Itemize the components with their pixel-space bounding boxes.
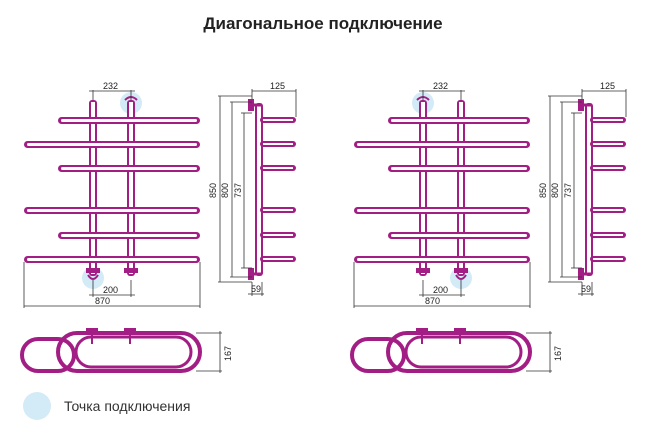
dim-overall-width: 870 <box>95 296 110 306</box>
dim-top-depth: 167 <box>553 346 563 361</box>
side-bars <box>260 117 296 262</box>
dim-overall-width: 870 <box>425 296 440 306</box>
horizontal-bars <box>24 117 200 263</box>
dim-top-width: 232 <box>433 81 448 91</box>
legend-label: Точка подключения <box>64 398 191 414</box>
dim-side-depth: 125 <box>600 81 615 91</box>
front-view-1: 232 200 870 <box>23 81 201 308</box>
dim-bottom-width: 200 <box>433 285 448 295</box>
top-view-2: 167 <box>350 328 563 373</box>
dim-height-737: 737 <box>563 183 573 198</box>
top-view-1: 167 <box>20 328 233 373</box>
side-view-2: 125 850 800 737 59 <box>538 81 627 296</box>
side-view-1: 125 850 800 737 59 <box>208 81 297 296</box>
dim-bottom-offset: 59 <box>581 284 591 294</box>
horizontal-bars <box>354 117 530 263</box>
dim-height-800: 800 <box>550 183 560 198</box>
variant-2: 232 200 870 <box>350 81 627 373</box>
dim-height-800: 800 <box>220 183 230 198</box>
dim-top-depth: 167 <box>223 346 233 361</box>
dim-side-depth: 125 <box>270 81 285 91</box>
dim-top-width: 232 <box>103 81 118 91</box>
dim-bottom-offset: 59 <box>251 284 261 294</box>
dim-height-737: 737 <box>233 183 243 198</box>
connection-point-legend-icon <box>23 392 51 420</box>
page-title: Диагональное подключение <box>203 14 443 33</box>
dim-height-850: 850 <box>208 183 218 198</box>
variant-1: 232 200 870 <box>20 81 297 373</box>
side-bars <box>590 117 626 262</box>
front-view-2: 232 200 870 <box>353 81 531 308</box>
dim-height-850: 850 <box>538 183 548 198</box>
dim-bottom-width: 200 <box>103 285 118 295</box>
